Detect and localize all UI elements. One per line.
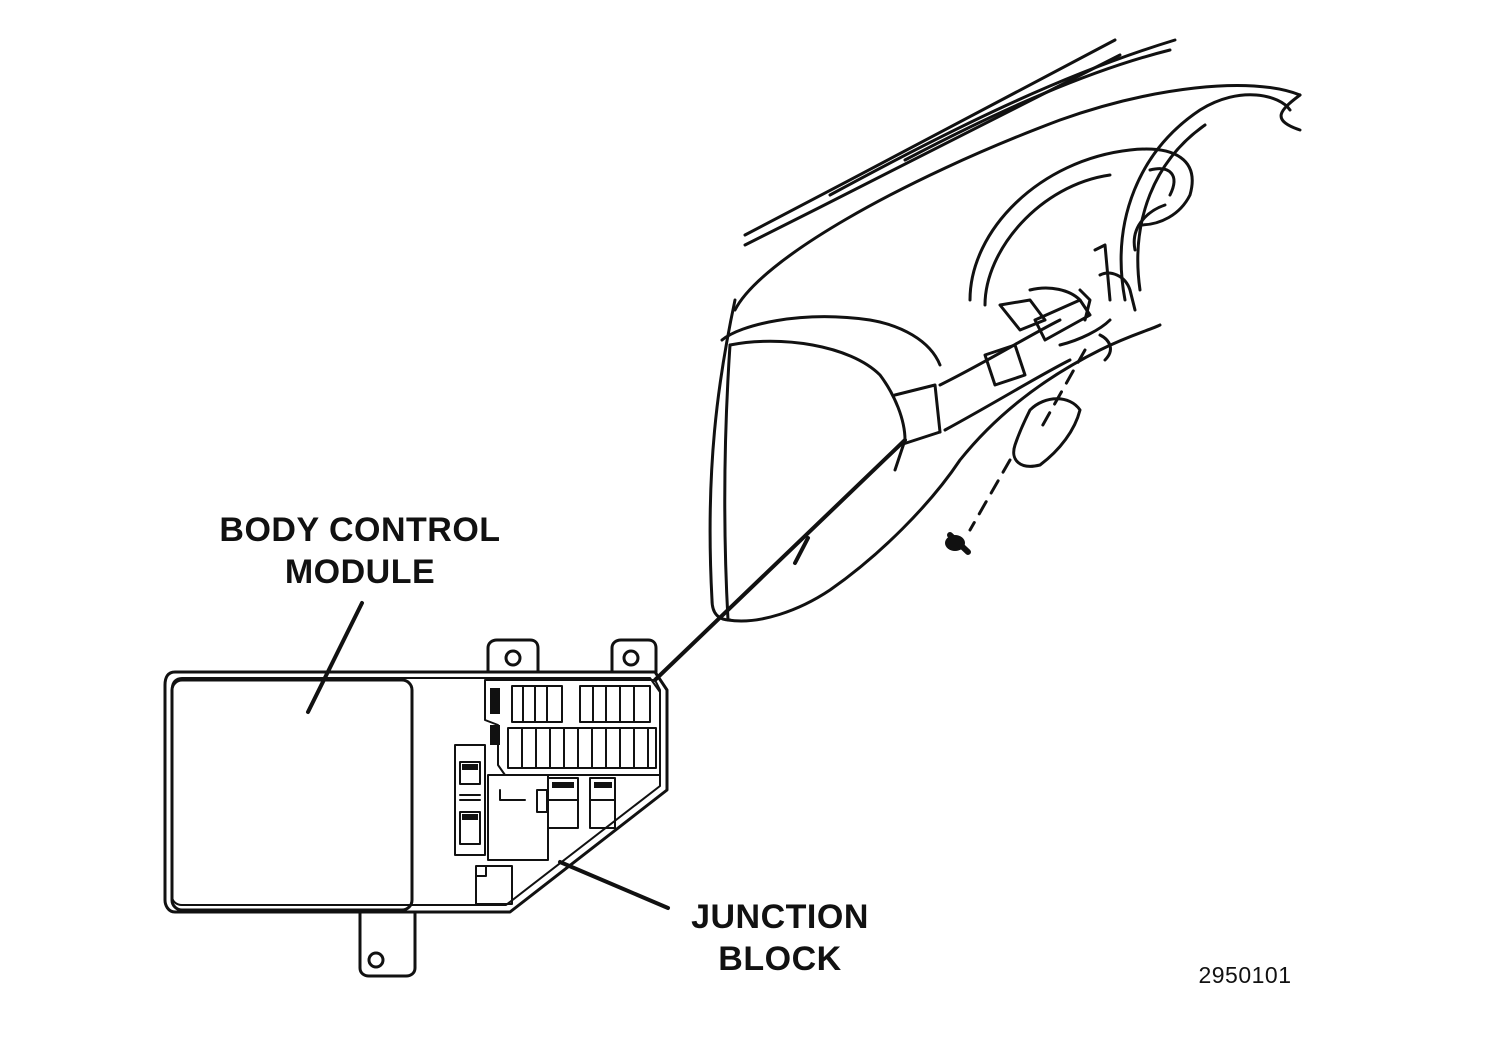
body-control-module bbox=[170, 678, 414, 912]
fuse-panel-fill bbox=[462, 688, 612, 820]
junction-block-label-line1: JUNCTION bbox=[691, 898, 869, 936]
fuse-panel bbox=[454, 679, 661, 905]
junction-block-label-line2: BLOCK bbox=[718, 940, 842, 978]
install-path bbox=[968, 348, 1087, 532]
body-control-module-label-line1: BODY CONTROL bbox=[219, 511, 501, 549]
figure-number: 2950101 bbox=[1198, 962, 1292, 988]
body-control-module-label-line2: MODULE bbox=[284, 553, 436, 591]
dashboard-outline bbox=[708, 38, 1302, 623]
junction-block-assembly bbox=[163, 638, 669, 978]
location-leader-line bbox=[653, 438, 907, 682]
screw-icon bbox=[945, 532, 971, 555]
label-pointer-lines bbox=[306, 601, 670, 910]
